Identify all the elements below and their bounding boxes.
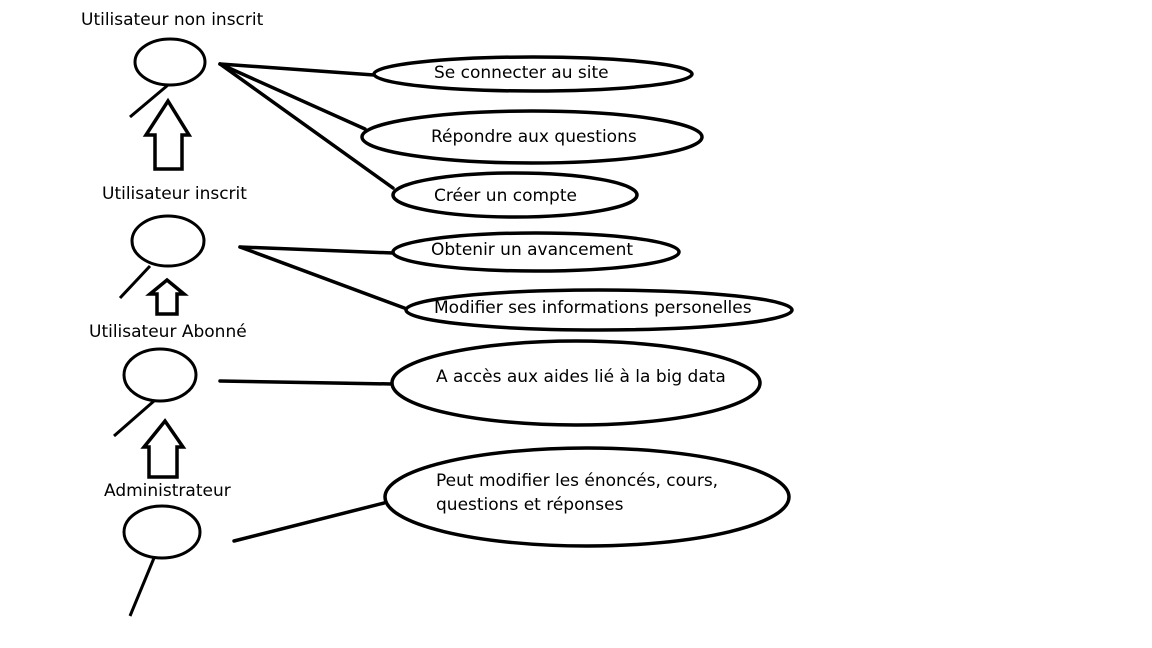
generalization-arrow <box>145 277 189 316</box>
association-line <box>218 62 367 131</box>
actor-head <box>130 214 206 268</box>
actor-label: Utilisateur inscrit <box>102 184 247 204</box>
association-line <box>218 62 376 77</box>
use-case-label: Peut modifier les énoncés, cours, questi… <box>436 471 719 515</box>
actor-body <box>118 264 152 300</box>
association-line <box>238 245 395 255</box>
use-case-label: A accès aux aides lié à la big data <box>436 367 726 387</box>
association-line <box>218 379 394 386</box>
generalization-arrow <box>140 418 187 479</box>
actor-label: Administrateur <box>104 481 231 501</box>
actor-head <box>133 37 207 87</box>
use-case-ellipse <box>390 339 762 427</box>
generalization-arrows <box>140 97 193 479</box>
use-case-label: Obtenir un avancement <box>431 240 634 260</box>
actor-body <box>113 399 155 438</box>
association-lines <box>218 62 409 543</box>
use-case-label: Répondre aux questions <box>431 127 637 147</box>
use-case-ellipse <box>391 171 639 219</box>
association-line <box>232 501 386 543</box>
actor-body <box>128 557 156 617</box>
use-case-ellipse <box>372 55 694 93</box>
use-case-label: Se connecter au site <box>434 63 609 83</box>
association-line <box>238 245 409 311</box>
actor-label: Utilisateur Abonné <box>89 322 247 342</box>
actor-figure <box>113 347 198 438</box>
use-case-label: Créer un compte <box>434 186 577 206</box>
actor-figure <box>129 37 207 119</box>
association-line <box>218 62 395 190</box>
actor-label: Utilisateur non inscrit <box>81 10 264 30</box>
actor-body <box>129 83 169 119</box>
actor-head <box>122 504 202 560</box>
generalization-arrow <box>142 97 193 171</box>
use-case-label: Modifier ses informations personelles <box>434 298 752 318</box>
use-cases <box>360 55 794 548</box>
use-case-ellipse <box>383 446 791 548</box>
use-case-ellipse <box>360 109 704 165</box>
actor-figure <box>118 214 206 300</box>
use-case-ellipse <box>404 288 794 332</box>
actor-figure <box>122 504 202 617</box>
actor-head <box>122 347 198 403</box>
use-case-ellipse <box>391 231 681 273</box>
